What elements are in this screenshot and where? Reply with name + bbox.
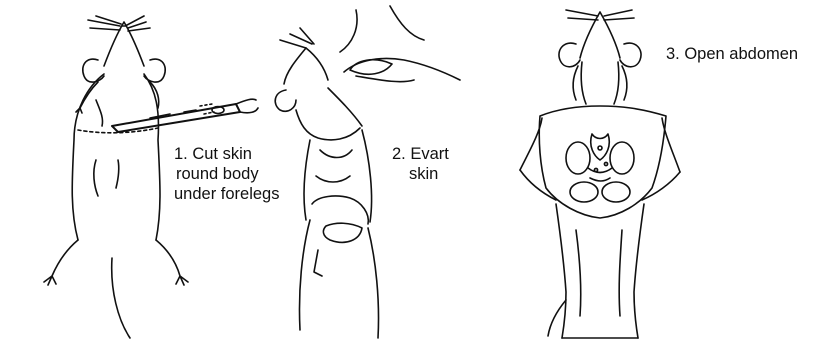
step-3-line-1: 3. Open abdomen (666, 44, 798, 64)
step-2-line-1: 2. Evart (392, 144, 449, 164)
step-1-line-1: 1. Cut skin (174, 144, 280, 164)
mouse-figure-3 (520, 10, 680, 338)
step-1-line-2: round body (174, 164, 280, 184)
step-3-label: 3. Open abdomen (666, 44, 798, 64)
step-1-line-3: under forelegs (174, 184, 280, 204)
step-2-line-2: skin (392, 164, 449, 184)
step-2-label: 2. Evart skin (392, 144, 449, 184)
step-1-label: 1. Cut skin round body under forelegs (174, 144, 280, 204)
